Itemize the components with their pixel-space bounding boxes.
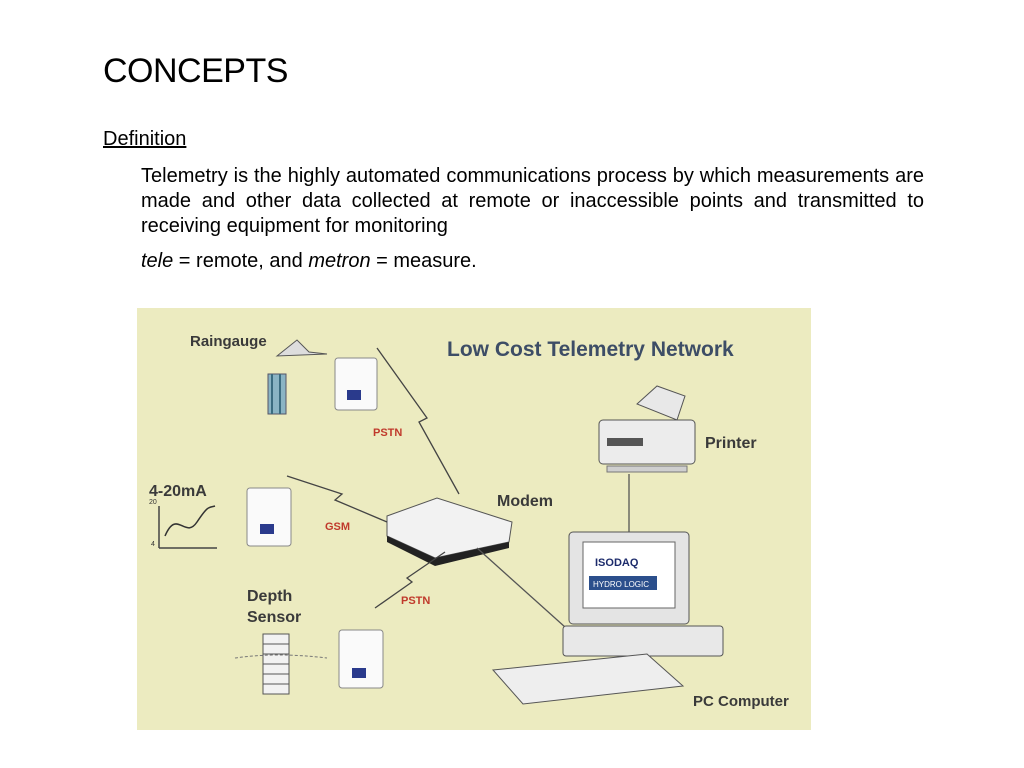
- diagram-title: Low Cost Telemetry Network: [447, 338, 734, 361]
- depth-label-line2: Sensor: [247, 609, 301, 626]
- telemetry-network-diagram: Low Cost Telemetry Network Raingauge 4-2…: [137, 308, 811, 730]
- depth-sensor-icon: [234, 633, 328, 695]
- raingauge-icon: [267, 339, 328, 415]
- screen-isodaq-text: ISODAQ: [595, 557, 639, 569]
- modem-icon: [386, 497, 513, 566]
- definition-text: Telemetry is the highly automated commun…: [141, 165, 924, 237]
- printer-label: Printer: [705, 435, 757, 452]
- analog-graph-icon: 20 4: [149, 499, 217, 549]
- etymology-remote: = remote, and: [173, 250, 309, 272]
- pstn-link-bottom: [374, 551, 446, 609]
- depth-label-line1: Depth: [247, 588, 292, 605]
- definition-heading: Definition: [103, 128, 187, 150]
- modem-label: Modem: [497, 493, 553, 510]
- screen-hydrologic-text: HYDRO LOGIC: [593, 580, 649, 589]
- term-metron: metron: [308, 250, 371, 272]
- pstn-bottom-label: PSTN: [401, 595, 430, 607]
- term-tele: tele: [141, 250, 174, 272]
- printer-icon: [598, 385, 696, 473]
- logger-unit-bottom-icon: [338, 629, 384, 689]
- etymology-line: tele = remote, and metron = measure.: [141, 250, 477, 273]
- logger-unit-top-icon: [334, 357, 378, 411]
- pstn-top-label: PSTN: [373, 427, 402, 439]
- analog-input-label: 4-20mA: [149, 483, 207, 500]
- slide-title: CONCEPTS: [103, 52, 288, 90]
- raingauge-label: Raingauge: [190, 333, 267, 350]
- gsm-link: [286, 475, 388, 523]
- axis-bottom-label: 4: [151, 541, 155, 548]
- pstn-link-top: [376, 347, 460, 495]
- pc-label: PC Computer: [693, 693, 789, 710]
- pc-computer-icon: ISODAQ HYDRO LOGIC: [491, 531, 724, 705]
- etymology-measure: = measure.: [370, 250, 477, 272]
- gsm-label: GSM: [325, 521, 350, 533]
- diagram-canvas: Low Cost Telemetry Network Raingauge 4-2…: [149, 333, 789, 710]
- logger-unit-middle-icon: [246, 487, 292, 547]
- axis-top-label: 20: [149, 499, 157, 506]
- modem-pc-link: [476, 547, 576, 637]
